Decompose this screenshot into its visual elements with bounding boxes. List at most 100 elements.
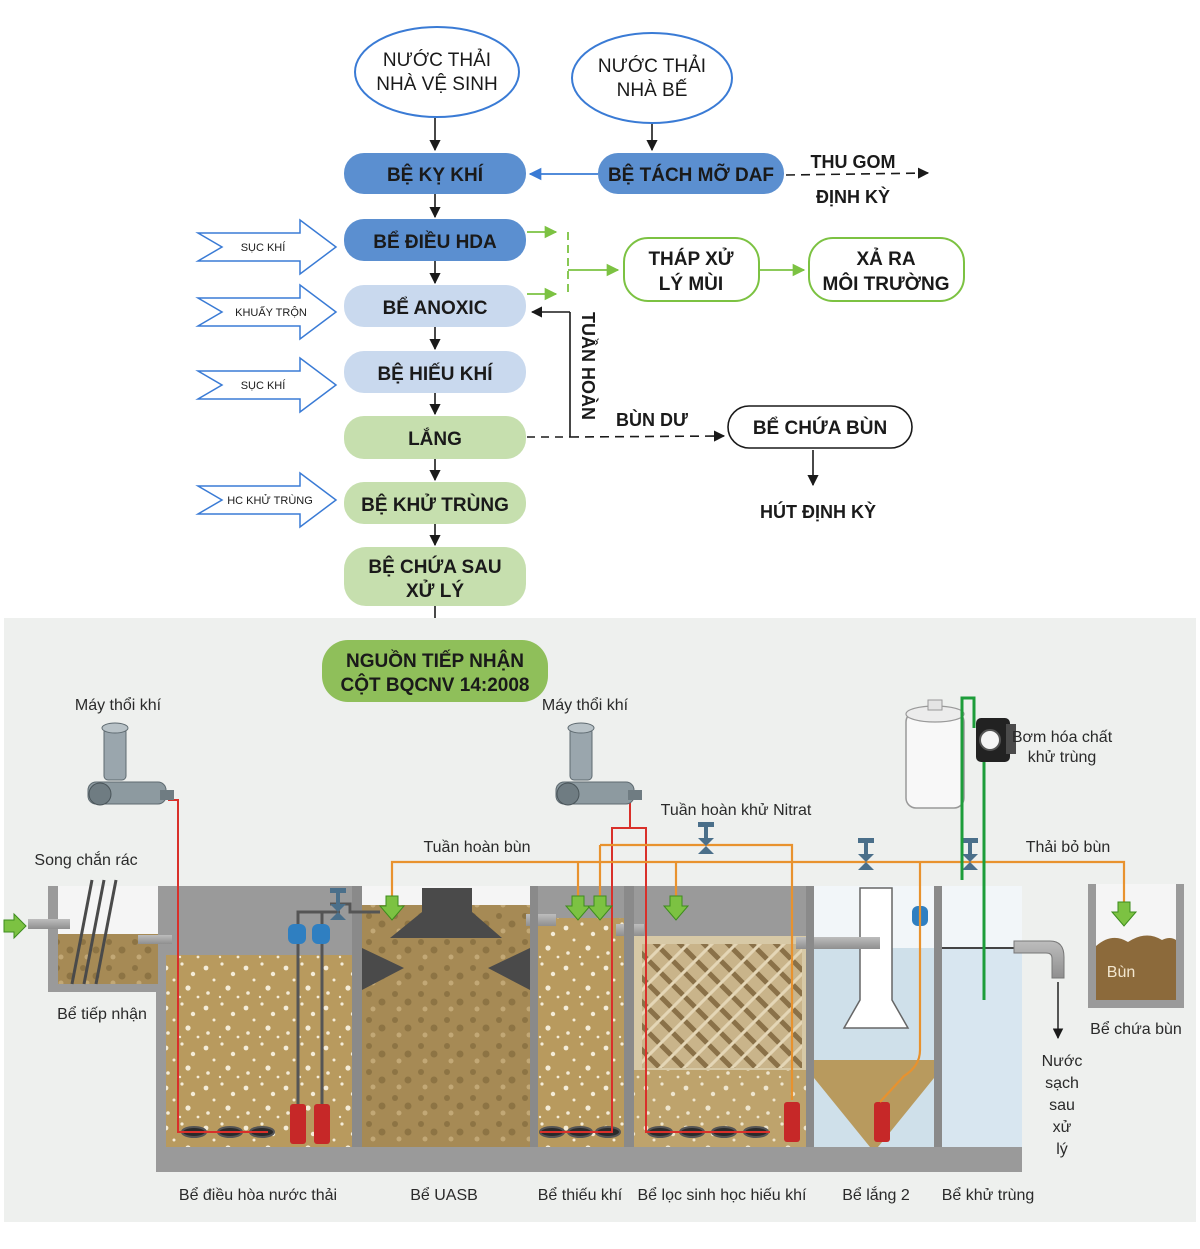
source-kitchen-oval: NƯỚC THẢI NHÀ BẾ	[571, 32, 733, 124]
sludge-disposal-label: Thải bỏ bùn	[1026, 839, 1111, 856]
source-toilet-oval: NƯỚC THẢI NHÀ VỆ SINH	[354, 26, 520, 118]
periodic-label: ĐỊNH KỲ	[816, 186, 890, 207]
input-aeration-1-label: SỤC KHÍ	[241, 241, 287, 254]
node-disinfection: BỆ KHỬ TRÙNG	[344, 482, 526, 524]
pumps	[290, 1102, 890, 1144]
node-sludge-tank-label: BỂ CHỨA BÙN	[753, 417, 887, 439]
outlet-label-1: Nước	[1042, 1053, 1083, 1070]
sludge-label: Bùn	[1107, 964, 1135, 981]
check-valves	[288, 906, 928, 944]
recirculation-label: TUẦN HOÀN	[578, 312, 599, 420]
tank-label-disinfection: Bể khử trùng	[942, 1186, 1035, 1204]
node-receiving-source-overlay: NGUỒN TIẾP NHẬN CỘT BQCNV 14:2008	[322, 640, 548, 702]
collect-label: THU GOM	[811, 152, 896, 172]
input-mixing: KHUẤY TRỘN	[195, 283, 338, 341]
node-daf: BỆ TÁCH MỠ DAF	[598, 153, 784, 194]
odor-green-lines	[527, 225, 806, 301]
node-discharge: XẢ RA MÔI TRƯỜNG	[808, 237, 965, 302]
dosing-pump-label-1: Bơm hóa chất	[1012, 729, 1113, 746]
source-kitchen-line2: NHÀ BẾ	[617, 79, 688, 101]
node-post-storage-line1: BỆ CHỨA SAU	[368, 556, 501, 578]
uasb-baffle-right	[488, 948, 530, 990]
node-anaerobic-label: BỆ KỴ KHÍ	[387, 164, 484, 186]
node-disinfection-label: BỆ KHỬ TRÙNG	[361, 494, 509, 516]
node-equalization: BỂ ĐIỀU HDA	[344, 219, 526, 261]
anoxic-liquid	[538, 918, 624, 1147]
tank-walls	[352, 886, 942, 1147]
outlet-label-5: lý	[1056, 1141, 1068, 1158]
node-odor-tower: THÁP XỬ LÝ MÙI	[623, 237, 760, 302]
input-aeration-2-label: SỤC KHÍ	[241, 379, 287, 392]
inlet-arrow-icon	[3, 912, 27, 940]
input-aeration-1: SỤC KHÍ	[195, 218, 338, 276]
blower-2-label: Máy thổi khí	[542, 696, 629, 714]
disinfection-water	[942, 948, 1022, 1147]
outlet-label-3: sau	[1049, 1097, 1075, 1114]
node-aerobic-label: BỆ HIẾU KHÍ	[377, 363, 493, 385]
nitrate-recirc-label: Tuần hoàn khử Nitrat	[661, 802, 812, 819]
node-odor-tower-line1: THÁP XỬ	[648, 248, 733, 270]
node-receiving-overlay-line1: NGUỒN TIẾP NHẬN	[346, 650, 524, 672]
uasb-hood	[390, 888, 502, 938]
tank-label-uasb: Bể UASB	[410, 1186, 478, 1204]
outlet-label-4: xử	[1053, 1119, 1072, 1136]
uasb-liquid	[362, 905, 530, 1147]
node-sludge-tank: BỂ CHỨA BÙN	[727, 405, 913, 449]
node-odor-tower-line2: LÝ MÙI	[659, 273, 723, 295]
tank-label-clarifier: Bể lắng 2	[842, 1185, 910, 1204]
sludge-tank-sludge	[1096, 935, 1176, 1000]
collect-dashed-arrow	[785, 167, 930, 179]
node-post-storage: BỆ CHỨA SAU XỬ LÝ	[344, 547, 526, 606]
node-settling: LẮNG	[344, 416, 526, 459]
source-toilet-line1: NƯỚC THẢI	[383, 49, 491, 71]
input-aeration-2: SỤC KHÍ	[195, 356, 338, 414]
node-anoxic: BỂ ANOXIC	[344, 285, 526, 327]
node-discharge-line2: MÔI TRƯỜNG	[823, 273, 950, 295]
input-disinfectant: HC KHỬ TRÙNG	[195, 471, 338, 529]
clarifier-center-well	[842, 887, 910, 1029]
uasb-baffle-left	[362, 948, 404, 990]
blower-1-label: Máy thổi khí	[75, 696, 162, 714]
chemical-line-1	[960, 696, 976, 880]
source-toilet-line2: NHÀ VỆ SINH	[376, 73, 497, 95]
recirculation-lines	[527, 306, 726, 442]
biofilter-media	[642, 944, 802, 1068]
input-disinfectant-label: HC KHỬ TRÙNG	[227, 494, 313, 507]
tank-label-receiving: Bể tiếp nhận	[57, 1005, 147, 1023]
tank-label-equalization: Bể điều hòa nước thải	[179, 1186, 337, 1204]
node-anoxic-label: BỂ ANOXIC	[383, 297, 488, 319]
dosing-pump	[976, 718, 1016, 762]
excess-sludge-label: BÙN DƯ	[616, 409, 688, 430]
tank-label-sludge: Bể chứa bùn	[1090, 1020, 1182, 1038]
screen-label: Song chắn rác	[34, 850, 137, 869]
screen-bars	[70, 879, 118, 985]
dosing-pump-label-2: khử trùng	[1028, 749, 1097, 766]
transfer-pipe-4	[796, 937, 880, 949]
outlet-label-2: sạch	[1045, 1075, 1079, 1092]
chemical-tank	[905, 699, 965, 809]
blower-2	[555, 722, 642, 806]
sludge-down-arrows	[378, 895, 1138, 927]
source-kitchen-line1: NƯỚC THẢI	[598, 55, 706, 77]
periodic-suction-label: HÚT ĐỊNH KỲ	[760, 501, 876, 522]
gate-valves	[330, 822, 978, 920]
outlet-pipe	[1013, 940, 1065, 979]
input-mixing-label: KHUẤY TRỘN	[235, 306, 307, 319]
node-aerobic: BỆ HIẾU KHÍ	[344, 351, 526, 393]
tank-label-anoxic: Bể thiếu khí	[538, 1186, 623, 1204]
transfer-pipe-1	[138, 935, 172, 944]
node-receiving-overlay-line2: CỘT BQCNV 14:2008	[340, 674, 529, 696]
tank-label-biofilter: Bể lọc sinh học hiếu khí	[638, 1186, 808, 1204]
node-anaerobic: BỆ KỴ KHÍ	[344, 153, 526, 194]
blower-1	[87, 722, 174, 806]
node-daf-label: BỆ TÁCH MỠ DAF	[608, 164, 774, 186]
node-equalization-label: BỂ ĐIỀU HDA	[373, 231, 497, 253]
node-settling-label: LẮNG	[408, 428, 462, 450]
clarifier-sludge-cone	[814, 1060, 934, 1147]
node-post-storage-line2: XỬ LÝ	[406, 580, 464, 602]
node-discharge-line1: XẢ RA	[856, 248, 915, 270]
inlet-pipe	[28, 919, 70, 929]
sludge-recirc-label: Tuần hoàn bùn	[423, 839, 530, 856]
